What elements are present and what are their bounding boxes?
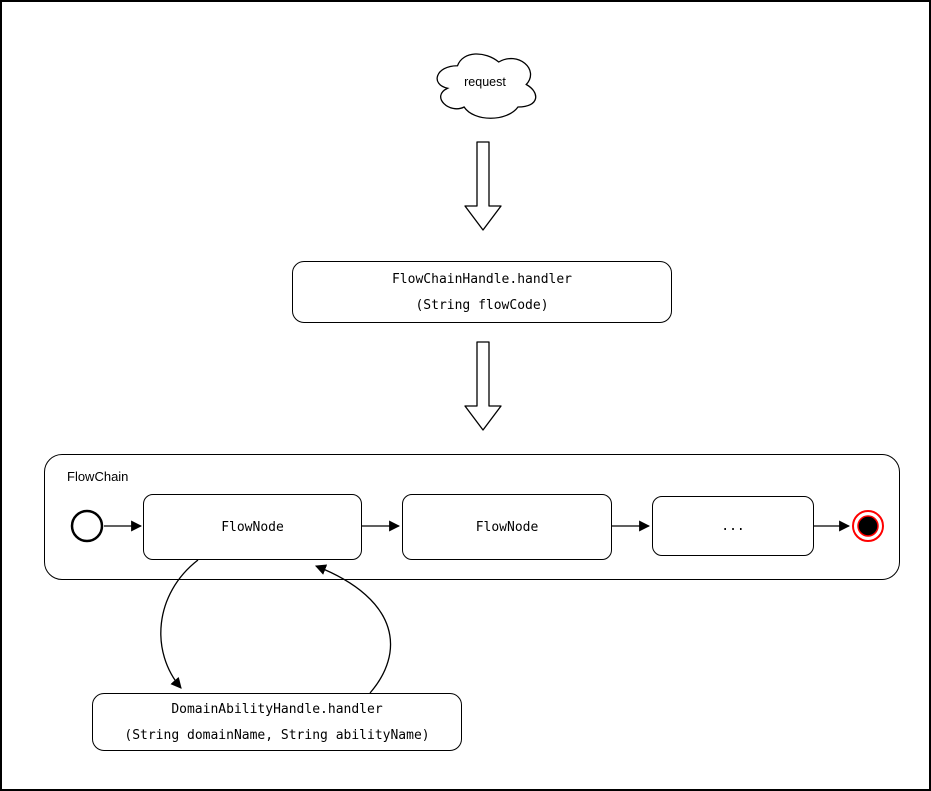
down-block-arrow-1 (464, 141, 502, 231)
flownode-1: FlowNode (143, 494, 362, 560)
domain-ability-handle-title: DomainAbilityHandle.handler (171, 701, 383, 717)
flownode-ellipsis-label: ... (721, 518, 745, 534)
flowchain-handle-title: FlowChainHandle.handler (391, 271, 572, 287)
flowchain-container: FlowChain (44, 454, 900, 580)
flownode-2-label: FlowNode (475, 519, 539, 535)
domain-ability-handle-box: DomainAbilityHandle.handler (String doma… (92, 693, 462, 751)
domain-ability-handle-signature: (String domainName, String abilityName) (124, 727, 430, 743)
flownode-2: FlowNode (402, 494, 612, 560)
flownode-1-label: FlowNode (221, 519, 284, 535)
down-block-arrow-2 (464, 341, 502, 431)
flowchain-label: FlowChain (67, 469, 129, 484)
flowchain-handle-signature: (String flowCode) (415, 297, 549, 313)
request-cloud-label: request (464, 75, 506, 89)
flowchain-handle-box: FlowChainHandle.handler (String flowCode… (292, 261, 672, 323)
flownode-ellipsis: ... (652, 496, 814, 556)
connector-domain-to-flownode1 (314, 564, 392, 694)
